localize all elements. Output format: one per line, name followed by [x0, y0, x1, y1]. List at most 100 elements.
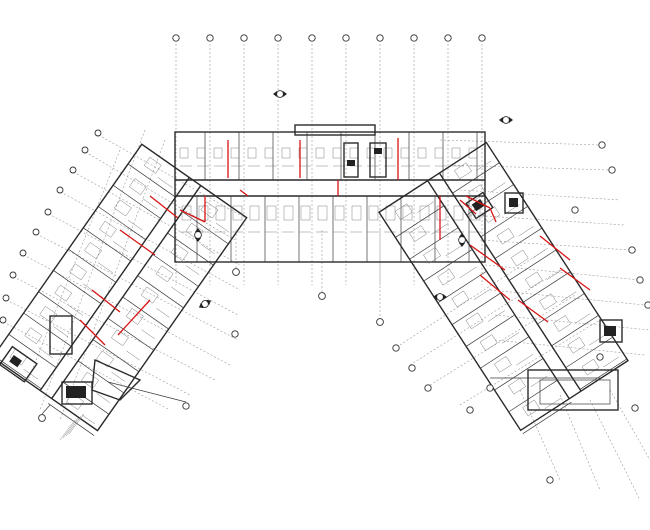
grid-bubble [232, 268, 240, 276]
stair-fill [604, 326, 616, 336]
fixture-line [53, 326, 69, 337]
fixture [567, 336, 586, 354]
fixture [383, 147, 393, 159]
grid-bubble [182, 402, 190, 410]
corridor-wall [39, 177, 190, 391]
grid-bubble [318, 292, 326, 300]
grid-line-diagonal [439, 139, 601, 146]
grid-bubble [628, 246, 636, 254]
section-marks [41, 90, 600, 441]
center-wing-outline [174, 131, 486, 263]
grid-bubble [608, 166, 616, 174]
unit-partition [551, 315, 599, 347]
grid-bubble [44, 208, 52, 216]
grid-bubble [240, 34, 248, 42]
fire-rated-wall [479, 274, 511, 301]
stair-core [0, 345, 38, 383]
fixture [81, 371, 99, 389]
fixture-line [518, 226, 534, 237]
fixture [230, 147, 240, 159]
grid-bubble [231, 330, 239, 338]
grid-bubble [444, 34, 452, 42]
fixture [317, 205, 328, 221]
fixture [298, 147, 308, 159]
grid-line-diagonal [409, 269, 561, 366]
unit-partition [522, 401, 572, 434]
grid-line-diagonal [0, 319, 171, 411]
grid-bubble [644, 301, 650, 309]
grid-line-diagonal [39, 129, 146, 411]
grid-bubble [32, 228, 40, 236]
fixture [247, 147, 257, 159]
grid-bubble [38, 414, 46, 422]
unit-partition [480, 336, 530, 369]
fixture-line [127, 219, 143, 231]
unit-partition [494, 358, 544, 391]
fixture [454, 162, 472, 180]
fire-rated-wall [179, 209, 206, 223]
fixture [334, 205, 345, 221]
section-marker-circle [458, 236, 466, 244]
grid-line-diagonal [469, 214, 626, 226]
section-marker-circle [436, 293, 444, 301]
grid-line-diagonal [609, 389, 650, 461]
fixture [99, 220, 117, 238]
corridor-wall [438, 172, 582, 392]
fire-rated-wall [239, 189, 249, 197]
unit-partition [451, 292, 501, 325]
section-marker [458, 233, 466, 247]
grid-line-diagonal [399, 249, 546, 346]
fixture [200, 201, 219, 219]
unit-partition [38, 291, 87, 326]
fixture [24, 327, 43, 345]
section-marker-arrow [195, 238, 201, 242]
fixture-line [171, 286, 185, 297]
grid-bubble [376, 318, 384, 326]
fixture-line [156, 308, 170, 318]
unit-partition [92, 339, 140, 372]
fixture [451, 290, 470, 308]
fixture-line [23, 368, 39, 380]
fixture [368, 205, 379, 221]
fixture [451, 147, 461, 159]
fixture [213, 147, 223, 159]
fire-rated-walls [79, 138, 591, 346]
grid-line-diagonal [429, 294, 576, 386]
fixture [266, 205, 277, 221]
fixture [332, 147, 342, 159]
unit-partition [452, 162, 500, 194]
elevator [509, 198, 518, 207]
fixture [437, 268, 456, 286]
fixture [155, 265, 174, 283]
unit-partition [68, 248, 117, 283]
grid-bubble [69, 166, 77, 174]
fixture [436, 205, 447, 221]
fixture [508, 377, 526, 395]
unit-partition [423, 249, 473, 282]
unit-partition [112, 184, 161, 219]
fixture [84, 242, 102, 259]
unit-partition [107, 317, 154, 351]
unit-partition [508, 379, 558, 413]
section-marker-circle [194, 231, 202, 239]
fixture [232, 205, 243, 221]
grid-line-diagonal [2, 297, 191, 396]
grid-line-diagonal [27, 149, 121, 381]
section-marker-arrow [206, 299, 212, 306]
grid-bubble [94, 129, 102, 137]
elevator [471, 199, 485, 212]
section-marker [194, 228, 202, 242]
elevator [374, 148, 382, 154]
fixture-line [112, 241, 128, 252]
note-line [65, 415, 82, 437]
center-wing [174, 124, 486, 263]
grid-bubble [486, 384, 494, 392]
stair-core [369, 142, 387, 178]
fixture [366, 147, 376, 159]
fixture [434, 147, 444, 159]
grid-bubble [0, 316, 7, 324]
fixture-line [142, 198, 158, 210]
unit-partition [98, 206, 146, 241]
grid-line-diagonal [69, 169, 241, 266]
stair-core [465, 191, 494, 220]
